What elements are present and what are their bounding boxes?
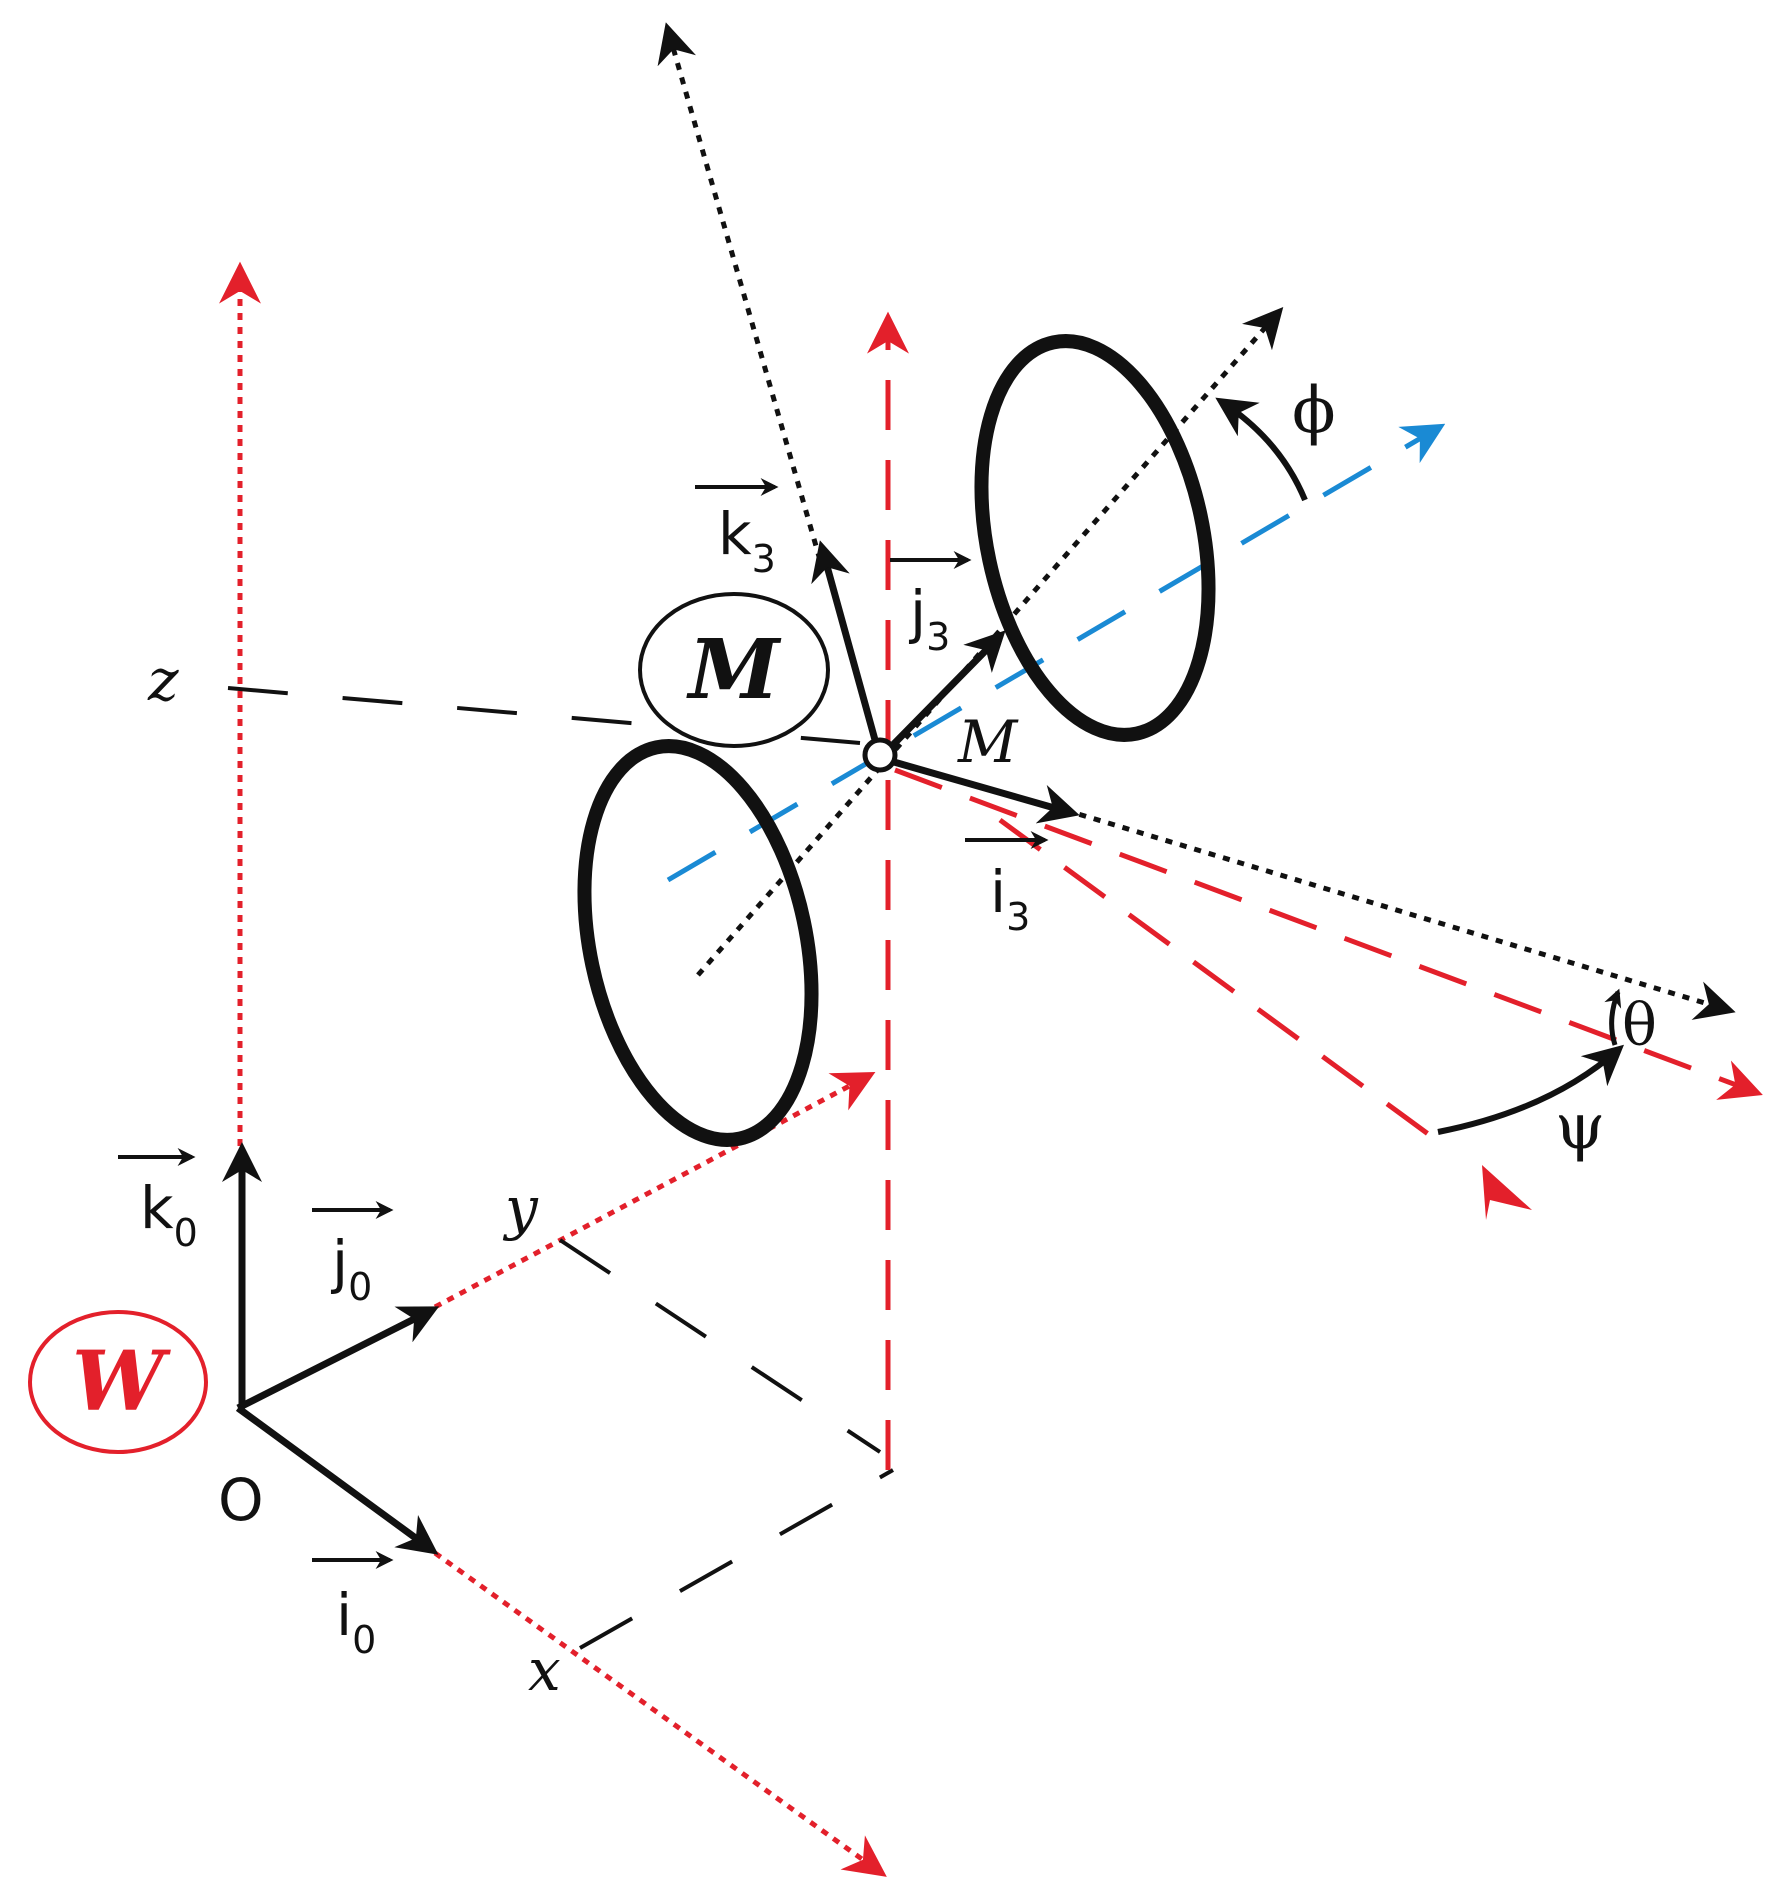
phi-arc [1215, 397, 1308, 502]
axis-z-label: z [147, 646, 179, 714]
i3-vector [879, 754, 1080, 824]
i3-dotted-axis [1064, 807, 1736, 1020]
x-projection-line [579, 1468, 894, 1650]
world-frame-letter: W [72, 1334, 171, 1430]
point-m-marker [862, 737, 898, 773]
point-m-label: M [957, 708, 1019, 776]
k3-dotted-axis [657, 22, 823, 561]
psi-red-arrowhead [1482, 1165, 1532, 1220]
mobile-frame-letter: M [686, 622, 782, 718]
psi-label: ψ [1555, 1090, 1605, 1164]
j3-vector [877, 630, 1006, 761]
k0-label: k0 [140, 1174, 198, 1255]
left-wheel [577, 739, 819, 1147]
j3-label: j3 [908, 578, 950, 659]
right-wheel [974, 334, 1216, 742]
axis-y-label: y [502, 1174, 539, 1242]
psi-arc [1437, 1044, 1625, 1135]
j0-vector [236, 1306, 440, 1412]
theta-arc [1604, 988, 1622, 1046]
i0-vector [235, 1405, 439, 1555]
world-frame-badge: W [28, 1310, 208, 1454]
wheel-axle-line [666, 423, 1446, 883]
y-projection-line [558, 1238, 882, 1454]
k3-vector [811, 540, 884, 759]
heading-line-lower [998, 817, 1452, 1153]
mobile-frame-badge: M [638, 592, 830, 748]
world-y-axis [433, 1072, 876, 1310]
world-x-axis [433, 1550, 887, 1877]
axis-x-label: x [528, 1636, 561, 1704]
phi-label: ϕ [1292, 374, 1336, 448]
theta-label: θ [1622, 991, 1657, 1059]
i3-label: i3 [990, 858, 1030, 939]
j0-label: j0 [330, 1228, 372, 1309]
origin-label: O [218, 1466, 264, 1534]
k3-label: k3 [718, 500, 776, 581]
i0-label: i0 [336, 1581, 376, 1662]
